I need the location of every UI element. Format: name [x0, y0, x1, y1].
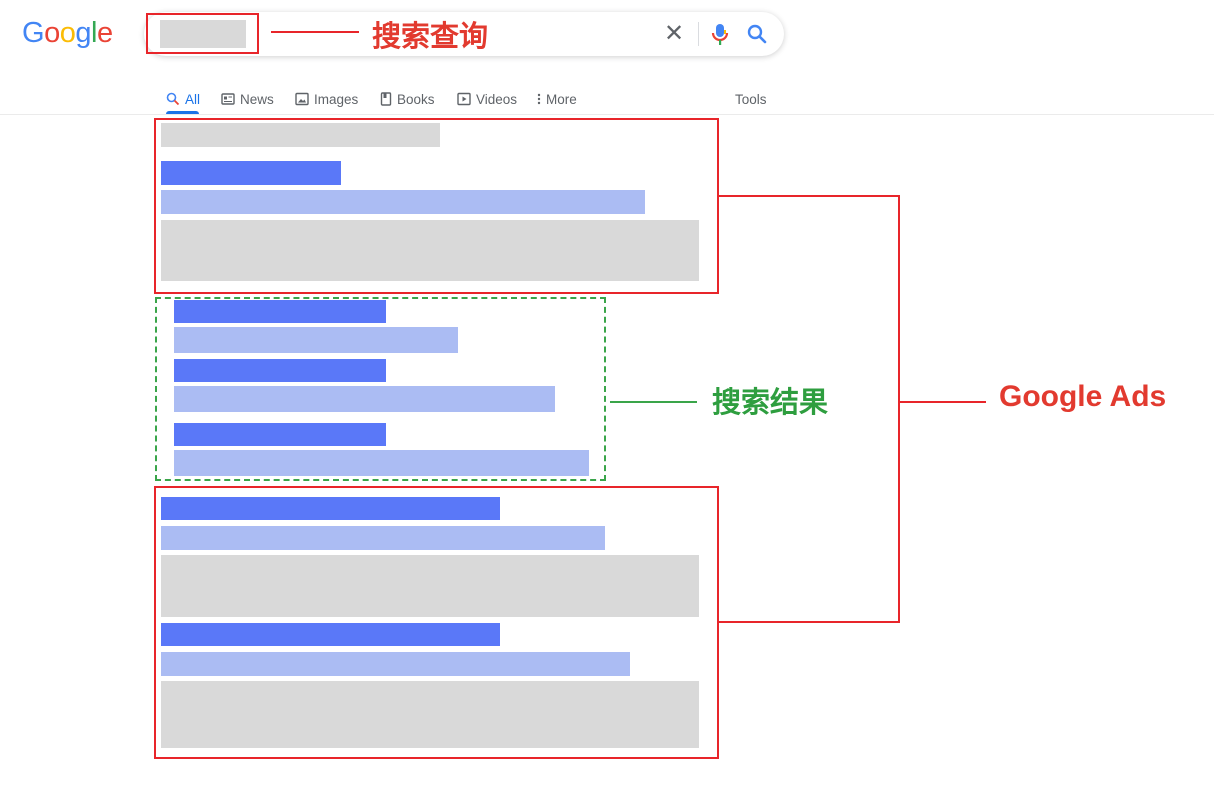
book-icon [380, 92, 392, 106]
google-logo[interactable]: Google [22, 17, 113, 50]
logo-letter: e [96, 17, 113, 49]
bottom-ads-box [154, 486, 719, 759]
ads-bracket-top [719, 195, 900, 197]
tab-label: News [240, 91, 274, 107]
more-vert-icon [537, 93, 541, 105]
search-box[interactable]: ✕ [144, 12, 784, 56]
tools-label: Tools [735, 91, 767, 107]
news-icon [221, 93, 235, 105]
search-query-placeholder[interactable] [160, 20, 246, 48]
ad-description-placeholder [161, 555, 699, 617]
close-icon[interactable]: ✕ [663, 19, 685, 47]
logo-letter: o [44, 17, 60, 49]
active-tab-indicator [166, 111, 199, 114]
search-divider [698, 22, 699, 46]
tab-books[interactable]: Books [380, 85, 435, 113]
tab-label: All [185, 91, 201, 107]
logo-letter: l [90, 17, 97, 49]
ad-description-placeholder [161, 220, 699, 281]
tab-images[interactable]: Images [295, 85, 358, 113]
mic-icon[interactable] [710, 22, 730, 46]
results-connector-line [610, 401, 697, 403]
ad-header-placeholder [161, 123, 440, 147]
tab-more[interactable]: More [537, 85, 577, 113]
ad-title-placeholder[interactable] [161, 497, 500, 520]
result-title-placeholder[interactable] [174, 423, 386, 446]
ad-description-placeholder [161, 681, 699, 748]
tools-button[interactable]: Tools [735, 85, 767, 113]
ads-annotation-label: Google Ads [999, 380, 1167, 413]
header-divider [0, 114, 1214, 115]
ads-bracket-vertical [898, 195, 900, 623]
logo-letter: o [59, 17, 76, 49]
ad-url-placeholder[interactable] [161, 526, 605, 550]
tab-label: Images [314, 91, 359, 107]
result-title-placeholder[interactable] [174, 300, 386, 323]
search-icon [166, 92, 180, 106]
ads-connector-line [900, 401, 986, 403]
image-icon [295, 92, 309, 106]
tab-all[interactable]: All [166, 85, 200, 113]
ad-url-placeholder[interactable] [161, 652, 630, 676]
result-url-placeholder[interactable] [174, 386, 555, 412]
logo-letter: g [75, 17, 91, 49]
ad-url-placeholder[interactable] [161, 190, 645, 214]
organic-results-box [155, 297, 606, 481]
search-icon[interactable] [746, 22, 768, 46]
ads-bracket-bottom [719, 621, 900, 623]
ad-title-placeholder[interactable] [161, 161, 341, 185]
ad-title-placeholder[interactable] [161, 623, 500, 646]
tab-news[interactable]: News [221, 85, 274, 113]
results-annotation-label: 搜索结果 [712, 385, 829, 419]
tab-label: More [546, 91, 577, 107]
tab-videos[interactable]: Videos [457, 85, 517, 113]
play-icon [457, 92, 471, 106]
tab-label: Books [397, 91, 435, 107]
result-title-placeholder[interactable] [174, 359, 386, 382]
top-ads-box [154, 118, 719, 294]
query-connector-line [271, 31, 359, 33]
query-annotation-label: 搜索查询 [372, 19, 489, 53]
logo-letter: G [22, 17, 45, 49]
query-highlight-box [146, 13, 259, 54]
result-url-placeholder[interactable] [174, 450, 589, 476]
result-url-placeholder[interactable] [174, 327, 458, 353]
tab-label: Videos [476, 91, 518, 107]
